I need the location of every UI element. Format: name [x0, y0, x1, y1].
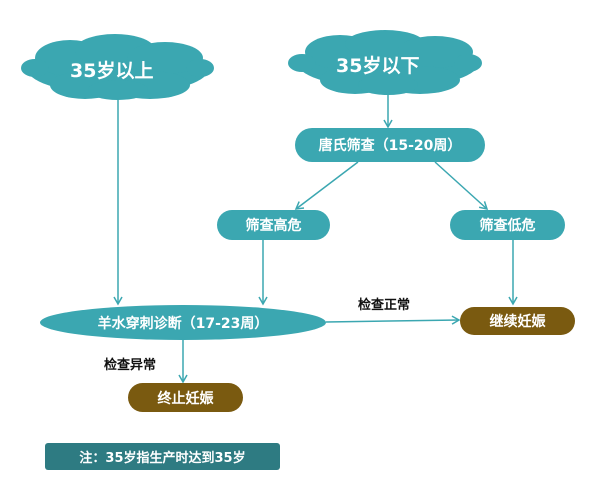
node-under-35: 35岁以下 [336, 55, 420, 77]
cloud-over35-shape [21, 34, 214, 100]
node-low-risk: 筛查低危 [450, 210, 565, 240]
node-continue-pregnancy: 继续妊娠 [460, 307, 575, 335]
node-high-risk: 筛查高危 [217, 210, 330, 240]
node-down-screening: 唐氏筛查（15-20周） [295, 128, 485, 162]
node-over-35: 35岁以上 [70, 60, 154, 82]
edge-label-abnormal: 检查异常 [104, 358, 157, 373]
node-amniocentesis: 羊水穿刺诊断（17-23周） [40, 305, 326, 340]
edge-label-normal: 检查正常 [358, 298, 411, 313]
cloud-under35-shape [288, 30, 482, 95]
node-terminate-pregnancy: 终止妊娠 [128, 383, 243, 412]
footnote: 注：35岁指生产时达到35岁 [45, 443, 280, 470]
